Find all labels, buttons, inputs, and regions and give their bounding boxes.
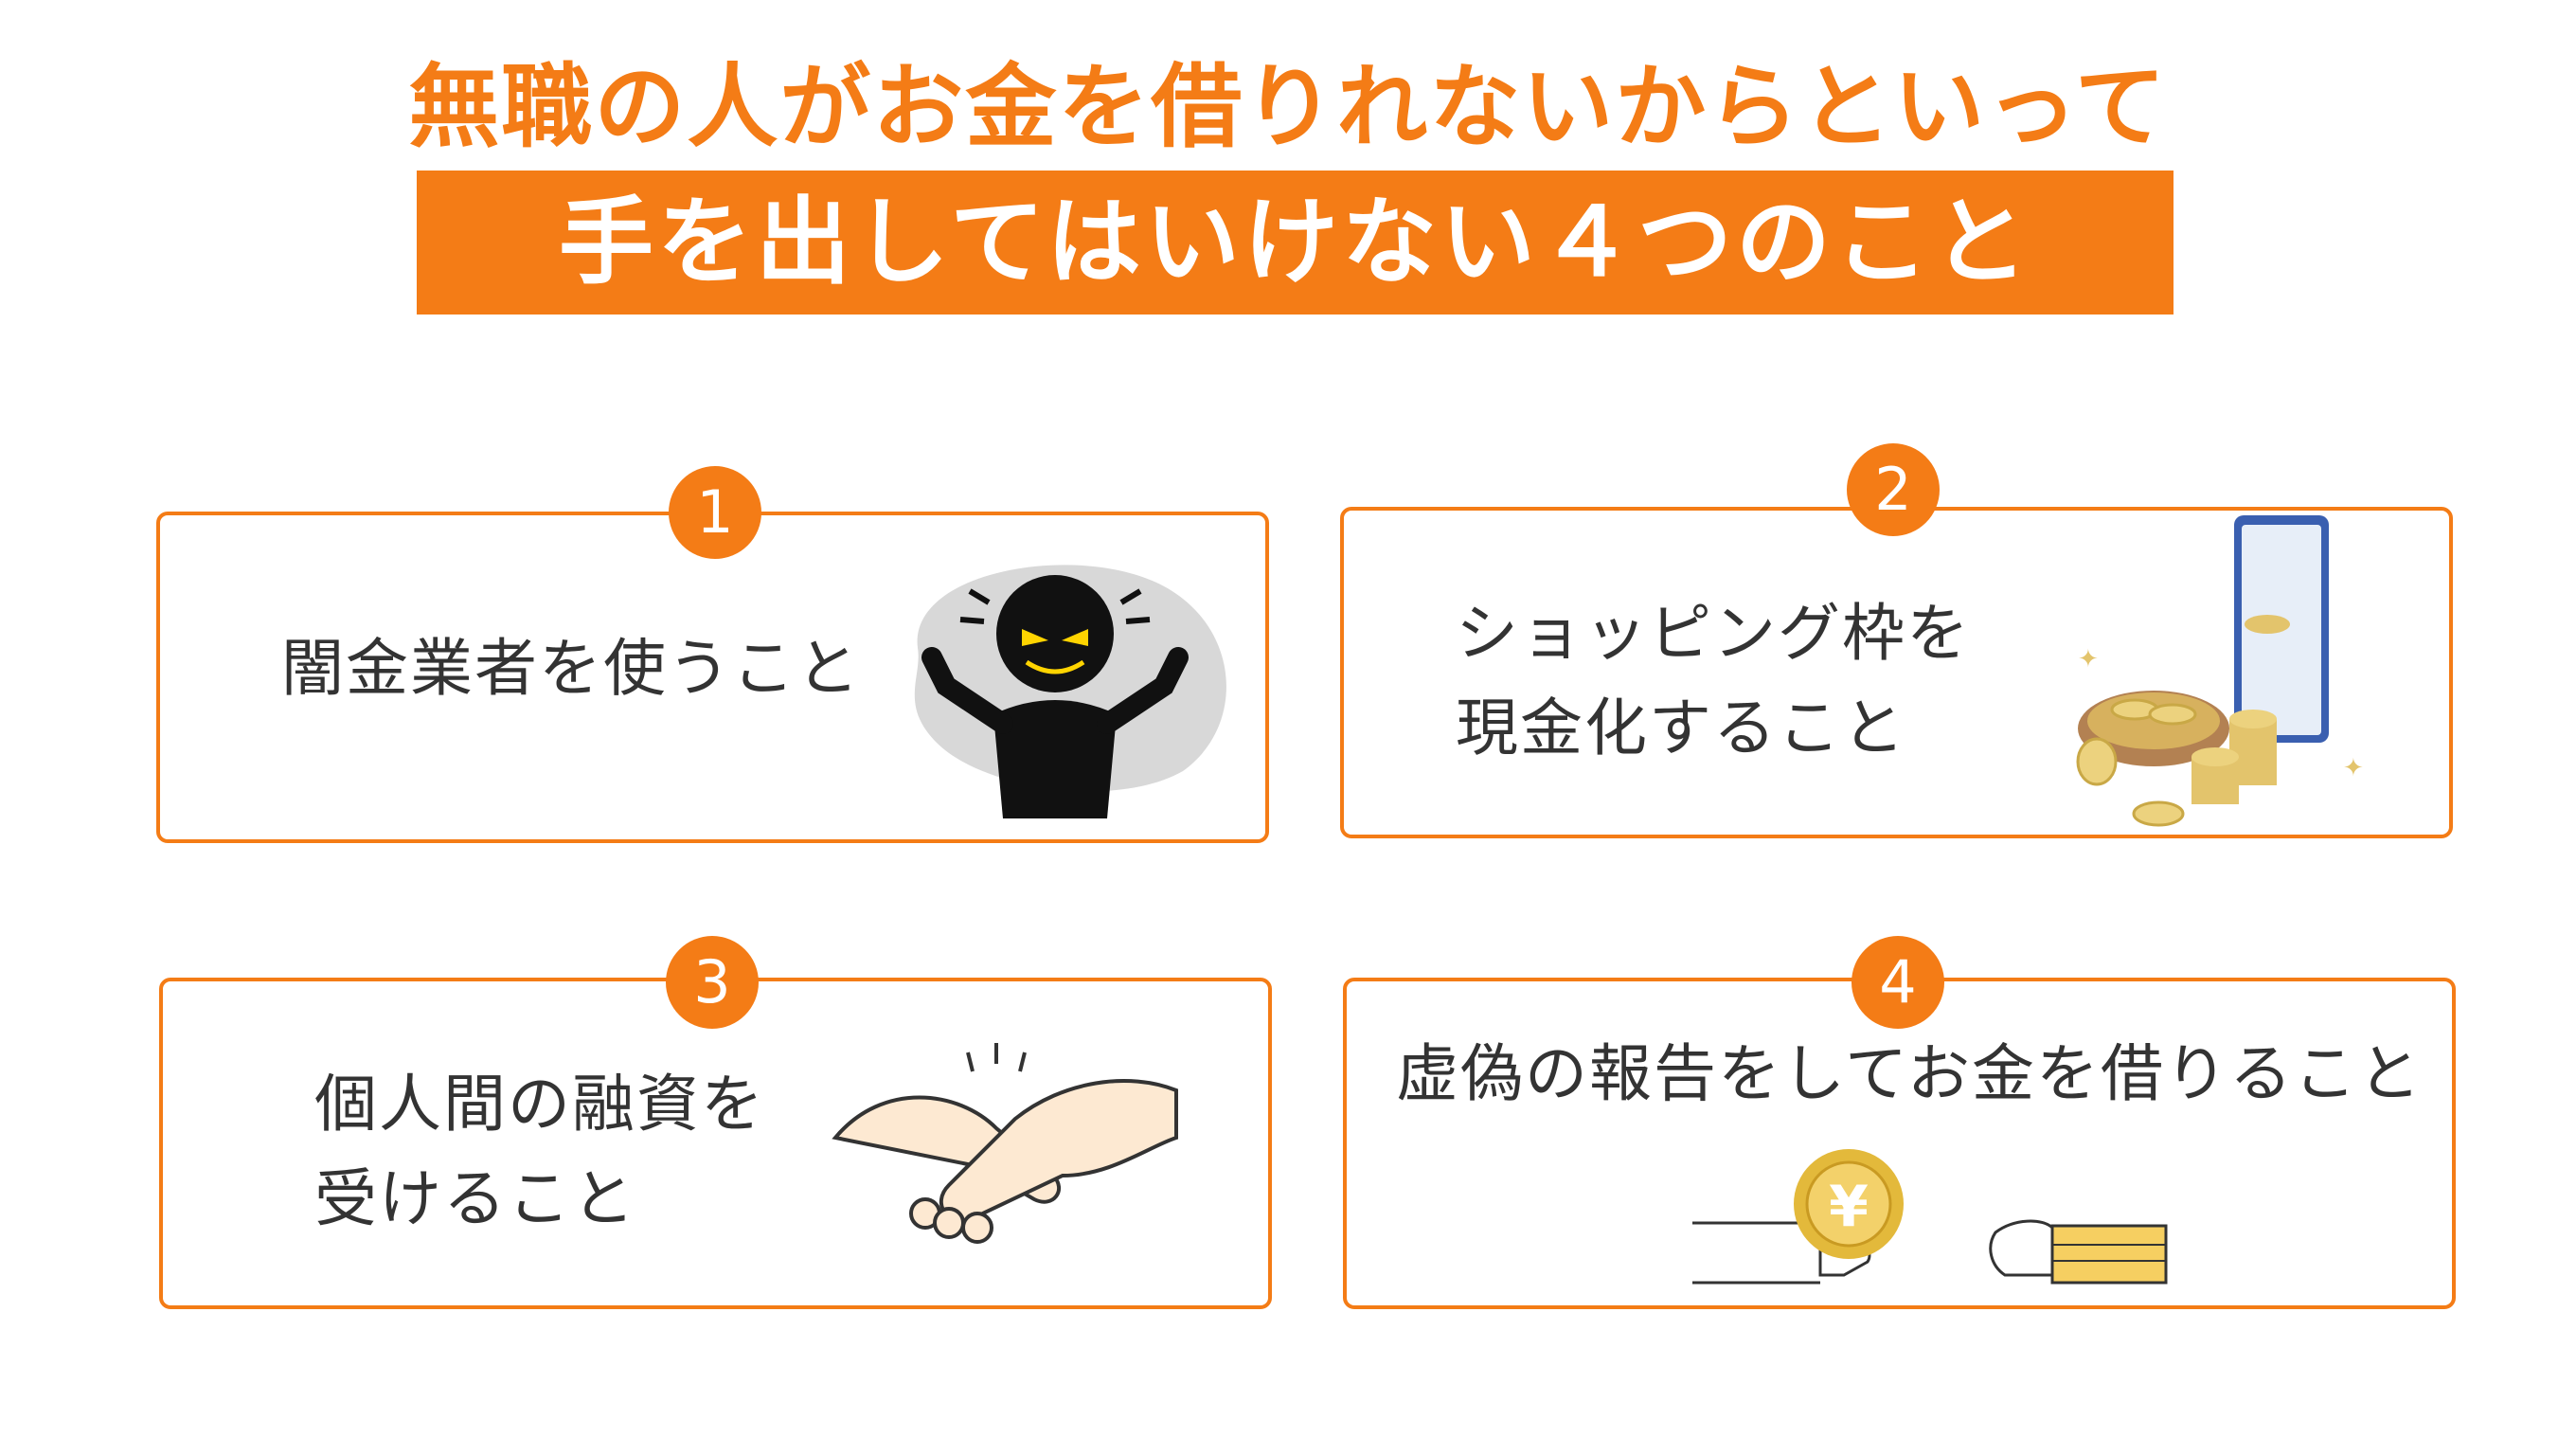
item-text: ショッピング枠を 現金化すること xyxy=(1456,597,1971,764)
handshake-icon xyxy=(832,1043,1178,1244)
title-banner: 手を出してはいけない４つのこと xyxy=(417,171,2174,315)
yen-coin-handover-icon: ¥ xyxy=(1692,1149,2168,1285)
item-badge-1: 1 xyxy=(669,466,761,559)
svg-text:¥: ¥ xyxy=(1829,1174,1869,1240)
headline: 無職の人がお金を借りれないからといって xyxy=(408,54,2168,160)
svg-text:✦: ✦ xyxy=(2343,754,2364,782)
banner-title: 手を出してはいけない４つのこと xyxy=(559,187,2031,297)
item-badge-2: 2 xyxy=(1847,443,1940,536)
item-badge-4: 4 xyxy=(1852,936,1944,1029)
item-card-3: 個人間の融資を 受けること xyxy=(159,978,1272,1309)
item-card-1: 闇金業者を使うこと xyxy=(156,512,1269,843)
coins-smartphone-icon: ✦ ✦ xyxy=(2076,515,2364,827)
item-card-4: 虚偽の報告をしてお金を借りること ¥ xyxy=(1343,978,2456,1309)
item-badge-3: 3 xyxy=(666,936,759,1029)
loan-shark-icon xyxy=(914,565,1226,818)
item-text: 虚偽の報告をしてお金を借りること xyxy=(1396,1037,2424,1110)
item-text: 個人間の融資を 受けること xyxy=(314,1068,765,1235)
item-text: 闇金業者を使うこと xyxy=(281,632,861,705)
svg-text:✦: ✦ xyxy=(2078,645,2099,674)
item-card-2: ショッピング枠を 現金化すること ✦ ✦ xyxy=(1340,507,2453,838)
